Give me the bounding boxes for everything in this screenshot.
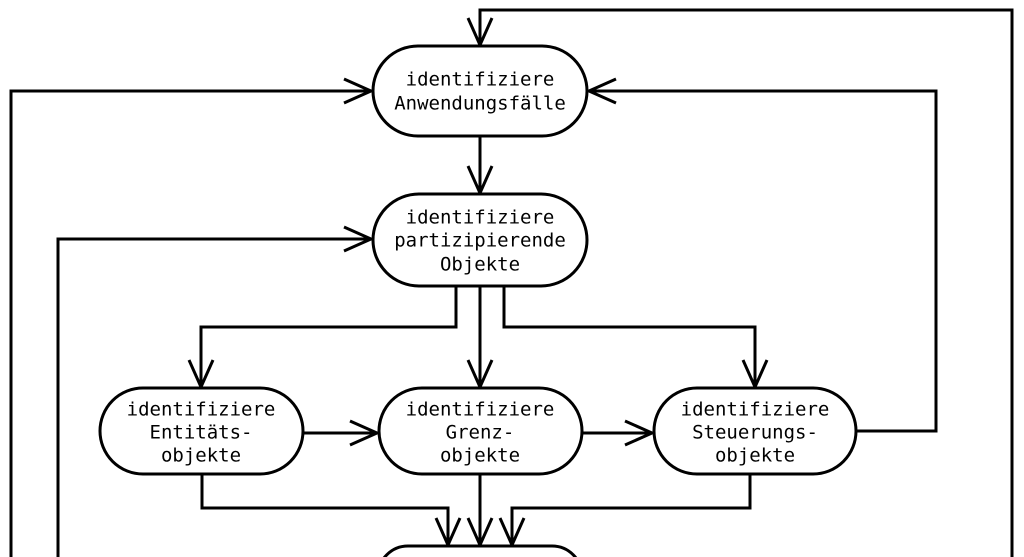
edge-left-feedback-into-anwendungsfaelle [9,77,375,557]
edge-grenz-to-bottom [466,474,494,549]
edge-steuerungs-to-bottom [498,474,752,549]
node-entitaetsobjekte-line3: objekte [161,445,241,467]
edge-partizipierende-to-steuerungs [502,286,769,391]
edge-partizipierende-to-entitaets [187,286,458,391]
node-bottom-partial[interactable] [378,544,582,557]
node-anwendungsfaelle-line2: Anwendungsfälle [394,93,566,115]
node-entitaetsobjekte-shape[interactable] [98,386,305,476]
node-anwendungsfaelle-line1: identifiziere [406,69,555,91]
edge-entitaets-to-bottom [200,474,462,549]
node-partizipierende-objekte[interactable]: identifiziere partizipierende Objekte [371,192,589,288]
node-entitaetsobjekte-line1: identifiziere [127,399,276,421]
edges-layer [9,8,1014,557]
node-steuerungsobjekte-line2: Steuerungs- [692,422,818,444]
node-grenzobjekte-line2: Grenz- [446,422,515,444]
node-steuerungsobjekte-line1: identifiziere [681,399,830,421]
node-partizipierende-objekte-line3: Objekte [440,254,520,276]
edge-left-feedback-into-partizipierende [56,225,375,557]
node-steuerungsobjekte-line3: objekte [715,445,795,467]
node-partizipierende-objekte-line1: identifiziere [406,207,555,229]
node-partizipierende-objekte-shape[interactable] [371,192,589,288]
node-entitaetsobjekte[interactable]: identifiziere Entitäts- objekte [98,386,305,476]
node-grenzobjekte[interactable]: identifiziere Grenz- objekte [377,386,584,476]
node-grenzobjekte-line3: objekte [440,445,520,467]
edge-anwendungsfaelle-to-partizipierende [466,137,494,197]
node-anwendungsfaelle[interactable]: identifiziere Anwendungsfälle [371,44,589,138]
nodes-layer: identifiziere Anwendungsfälle identifizi… [98,44,858,557]
edge-partizipierende-to-grenz [466,286,494,391]
node-entitaetsobjekte-line2: Entitäts- [150,422,253,444]
edge-grenz-to-steuerungs [582,419,656,447]
node-steuerungsobjekte[interactable]: identifiziere Steuerungs- objekte [652,386,858,476]
edge-entitaets-to-grenz [303,419,381,447]
node-steuerungsobjekte-shape[interactable] [652,386,858,476]
edge-right-feedback-into-anwendungsfaelle [585,77,938,433]
node-grenzobjekte-shape[interactable] [377,386,584,476]
node-bottom-partial-shape[interactable] [378,544,582,557]
node-partizipierende-objekte-line2: partizipierende [394,230,566,252]
node-anwendungsfaelle-shape[interactable] [371,44,589,138]
node-grenzobjekte-line1: identifiziere [406,399,555,421]
